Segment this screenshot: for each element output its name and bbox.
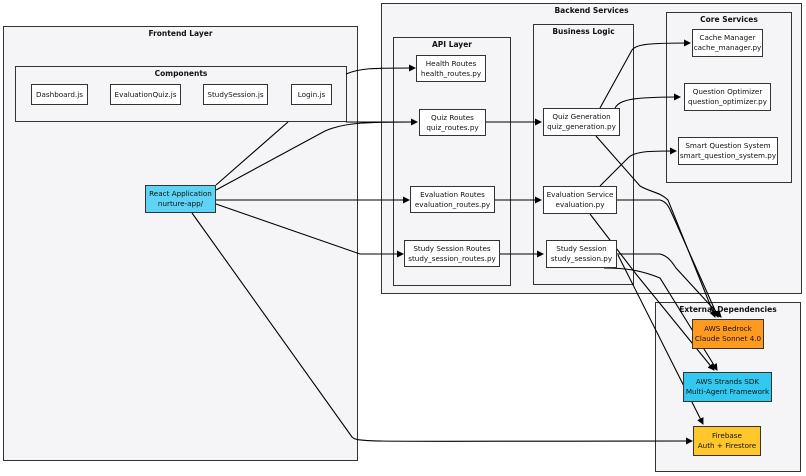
login-js-node[interactable]: Login.js	[291, 84, 332, 105]
study-session-title: Study Session	[556, 244, 607, 253]
edge-react-study-routes	[215, 203, 404, 258]
edge-quizgen-bedrock	[595, 135, 717, 318]
edge-react-firebase	[191, 212, 693, 445]
react-application-node[interactable]: React Application nurture-app/	[145, 185, 216, 213]
health-routes-file: health_routes.py	[420, 68, 482, 78]
firebase-desc: Auth + Firestore	[697, 441, 757, 450]
question-optimizer-file: question_optimizer.py	[687, 97, 767, 106]
quiz-generation-title: Quiz Generation	[552, 112, 611, 121]
evaluation-routes-node[interactable]: Evaluation Routes evaluation_routes.py	[410, 186, 495, 213]
edge-components-react	[215, 121, 289, 186]
study-session-js-node[interactable]: StudySession.js	[203, 84, 268, 105]
evaluation-routes-title: Evaluation Routes	[420, 189, 485, 199]
question-optimizer-title: Question Optimizer	[692, 87, 763, 96]
login-js-label: Login.js	[297, 89, 326, 99]
external-dependencies-title: External Dependencies	[679, 305, 777, 314]
evaluation-quiz-js-label: EvaluationQuiz.js	[114, 89, 177, 99]
study-session-node[interactable]: Study Session study_session.py	[546, 240, 617, 268]
edge-quizgen-cache	[599, 39, 691, 109]
cache-manager-title: Cache Manager	[699, 33, 756, 42]
firebase-title: Firebase	[712, 431, 742, 440]
backend-services-title: Backend Services	[554, 6, 629, 15]
edge-components-health	[345, 64, 416, 75]
business-logic-title: Business Logic	[552, 27, 615, 36]
evaluation-quiz-js-node[interactable]: EvaluationQuiz.js	[110, 84, 181, 105]
evaluation-service-file: evaluation.py	[555, 200, 605, 209]
evaluation-service-title: Evaluation Service	[546, 190, 614, 199]
react-application-title: React Application	[149, 189, 212, 198]
edge-eval-strands	[589, 213, 715, 371]
dashboard-js-label: Dashboard.js	[35, 89, 84, 99]
edge-eval-bedrock	[617, 199, 719, 318]
cache-manager-node[interactable]: Cache Manager cache_manager.py	[692, 29, 763, 57]
aws-strands-sdk-title: AWS Strands SDK	[695, 377, 760, 386]
quiz-generation-file: quiz_generation.py	[547, 122, 616, 131]
study-session-routes-file: study_session_routes.py	[408, 253, 496, 263]
react-application-path: nurture-app/	[157, 199, 204, 208]
smart-question-system-file: smart_question_system.py	[679, 151, 777, 160]
health-routes-node[interactable]: Health Routes health_routes.py	[416, 55, 486, 82]
firebase-node[interactable]: Firebase Auth + Firestore	[693, 426, 761, 456]
dashboard-js-node[interactable]: Dashboard.js	[31, 84, 88, 105]
aws-bedrock-title: AWS Bedrock	[704, 324, 752, 333]
health-routes-title: Health Routes	[425, 58, 477, 68]
quiz-routes-node[interactable]: Quiz Routes quiz_routes.py	[419, 109, 486, 136]
core-services-title: Core Services	[700, 15, 758, 24]
smart-question-system-title: Smart Question System	[685, 141, 771, 150]
cache-manager-file: cache_manager.py	[693, 43, 762, 52]
quiz-routes-title: Quiz Routes	[431, 112, 474, 122]
question-optimizer-node[interactable]: Question Optimizer question_optimizer.py	[684, 83, 771, 111]
edge-eval-smart	[599, 147, 677, 187]
quiz-routes-file: quiz_routes.py	[426, 122, 479, 132]
study-session-file: study_session.py	[550, 254, 613, 263]
aws-strands-sdk-desc: Multi-Agent Framework	[685, 387, 770, 396]
aws-strands-sdk-node[interactable]: AWS Strands SDK Multi-Agent Framework	[683, 372, 772, 402]
quiz-generation-node[interactable]: Quiz Generation quiz_generation.py	[543, 108, 620, 136]
study-session-routes-title: Study Session Routes	[413, 243, 491, 253]
study-session-routes-node[interactable]: Study Session Routes study_session_route…	[404, 240, 500, 267]
aws-bedrock-node[interactable]: AWS Bedrock Claude Sonnet 4.0	[692, 319, 764, 349]
edge-study-bedrock	[617, 253, 722, 318]
api-layer-title: API Layer	[432, 40, 472, 49]
evaluation-routes-file: evaluation_routes.py	[414, 199, 491, 209]
edge-study-strands	[603, 267, 718, 371]
edge-quizgen-optimizer	[614, 93, 681, 109]
components-title: Components	[154, 69, 208, 78]
frontend-layer-title: Frontend Layer	[148, 29, 213, 38]
aws-bedrock-model: Claude Sonnet 4.0	[694, 334, 762, 343]
edge-react-quiz-routes	[215, 121, 418, 191]
study-session-js-label: StudySession.js	[207, 89, 264, 99]
evaluation-service-node[interactable]: Evaluation Service evaluation.py	[543, 186, 617, 214]
smart-question-system-node[interactable]: Smart Question System smart_question_sys…	[678, 137, 778, 165]
